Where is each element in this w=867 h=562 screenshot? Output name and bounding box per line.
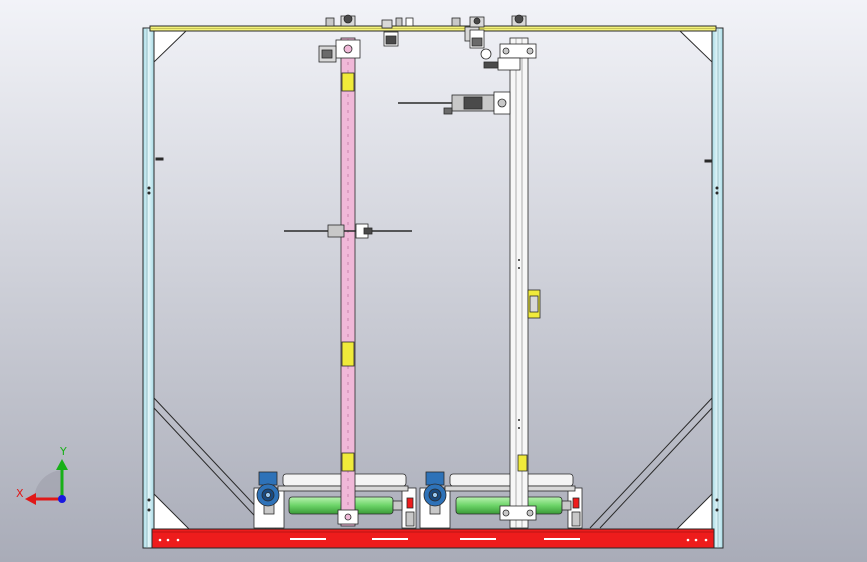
triad-y-label: Y bbox=[59, 445, 67, 458]
view-orientation-triad-icon[interactable]: Y X bbox=[16, 445, 68, 505]
top-left-gusset bbox=[153, 30, 188, 64]
left-frame-post[interactable] bbox=[142, 27, 155, 549]
right-column-clamp-bottom[interactable] bbox=[517, 454, 528, 472]
left-column-clamp-bottom[interactable] bbox=[341, 452, 355, 472]
right-probe-arm[interactable] bbox=[398, 91, 511, 115]
base-plate[interactable] bbox=[151, 528, 715, 549]
left-tool-arm[interactable] bbox=[284, 223, 412, 239]
left-column-clamp-mid[interactable] bbox=[341, 341, 355, 367]
right-drive-motor[interactable] bbox=[423, 471, 447, 507]
left-pink-column[interactable] bbox=[284, 37, 412, 527]
left-drive-motor[interactable] bbox=[256, 471, 280, 507]
left-column-clamp-top[interactable] bbox=[341, 72, 355, 92]
right-frame-post[interactable] bbox=[711, 27, 724, 549]
top-right-gusset bbox=[678, 30, 713, 64]
triad-x-label: X bbox=[16, 487, 24, 500]
main-frame[interactable] bbox=[142, 25, 724, 549]
right-diagonal-brace[interactable] bbox=[589, 397, 713, 529]
top-beam-fixtures[interactable] bbox=[325, 14, 527, 49]
